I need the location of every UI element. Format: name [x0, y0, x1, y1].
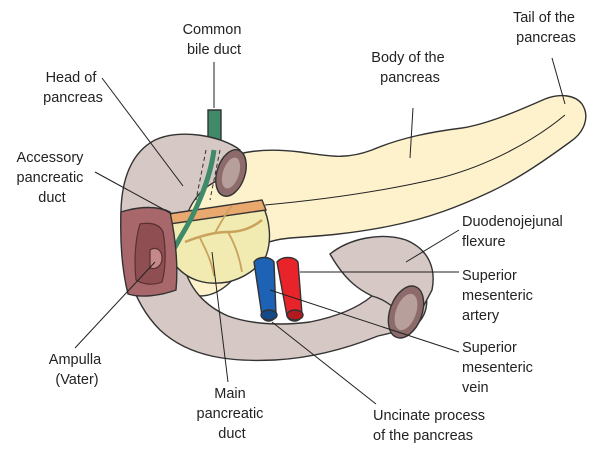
- label-head: Head of pancreas: [43, 70, 103, 106]
- label-sm-vein: Superior mesenteric vein: [462, 340, 537, 396]
- label-sm-artery: Superior mesenteric artery: [462, 268, 537, 324]
- label-body: Body of the pancreas: [371, 50, 448, 86]
- label-tail: Tail of the pancreas: [513, 10, 579, 46]
- vein-cut-end: [261, 310, 277, 320]
- label-ampulla: Ampulla (Vater): [49, 352, 105, 388]
- label-main-duct: Main pancreatic duct: [197, 386, 268, 442]
- label-uncinate: Uncinate process of the pancreas: [373, 408, 489, 444]
- artery-cut-end: [287, 310, 303, 320]
- label-accessory-duct: Accessory pancreatic duct: [17, 150, 88, 206]
- label-common-bile-duct: Common bile duct: [183, 22, 246, 58]
- label-duodenojejunal: Duodenojejunal flexure: [462, 214, 567, 250]
